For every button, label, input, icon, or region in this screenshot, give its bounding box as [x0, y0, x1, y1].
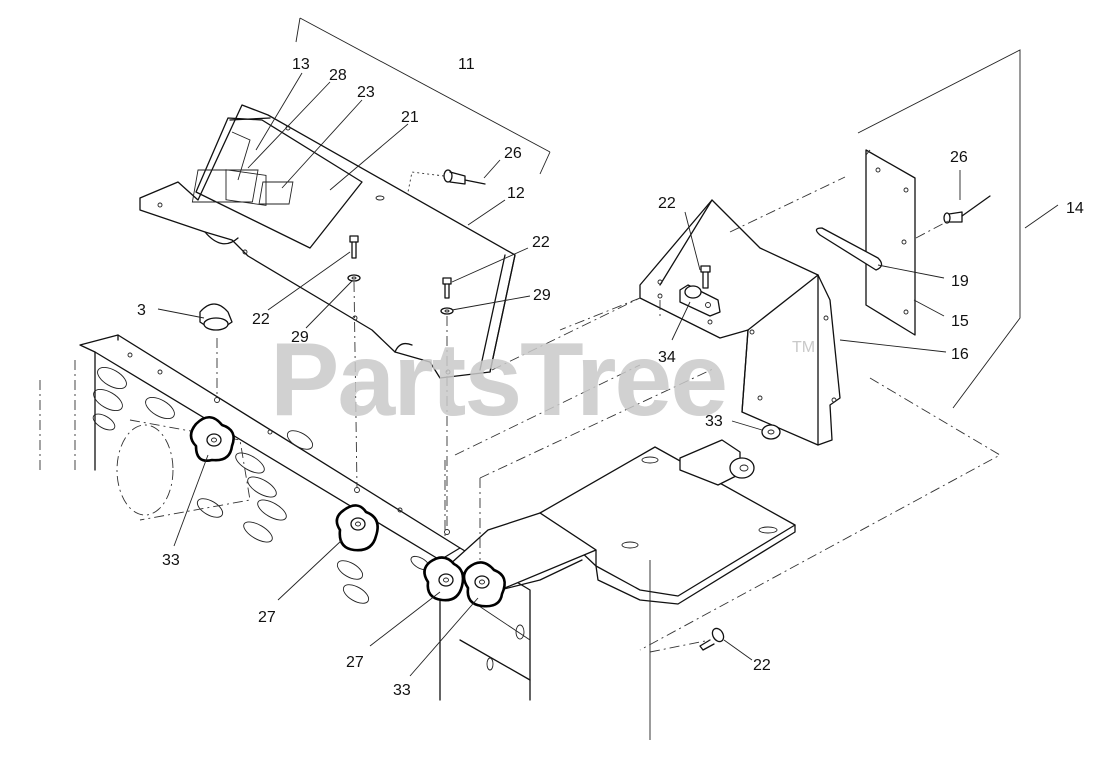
callout-13: 13: [292, 56, 310, 73]
mount-bracket-16: [639, 199, 841, 446]
callout-34: 34: [658, 349, 676, 366]
nut-33-left: [189, 415, 235, 462]
watermark-trademark: TM: [792, 339, 815, 356]
callout-21: 21: [401, 109, 419, 126]
callout-33-bracket: 33: [705, 413, 723, 430]
panel-bracket: [139, 17, 551, 379]
nut-27-right: [423, 556, 465, 602]
callout-23: 23: [357, 84, 375, 101]
bumper-3: [199, 303, 233, 331]
washer-29-panel-left: [347, 274, 361, 282]
callout-11: 11: [458, 56, 475, 73]
callout-14: 14: [1066, 200, 1084, 217]
callout-27-right: 27: [346, 654, 364, 671]
screw-22-panel-left: [349, 235, 359, 259]
screw-22-clip: [700, 265, 711, 289]
callout-labels: 13 28 11 23 21 26 12 22 29 22 29 3 22 34…: [137, 56, 1084, 699]
callout-22-panel-left: 22: [252, 311, 270, 328]
clip-34: [679, 284, 721, 317]
nut-33-bracket: [761, 424, 781, 440]
cover-15: [865, 149, 916, 336]
callout-19: 19: [951, 273, 969, 290]
callout-29-panel-left: 29: [291, 329, 309, 346]
callout-29-panel-right: 29: [533, 287, 551, 304]
watermark-text: PartsTree: [270, 322, 726, 438]
washer-29-panel-right: [440, 307, 454, 315]
callout-26-top: 26: [504, 145, 522, 162]
frame-slots: [92, 366, 525, 671]
nut-27-center: [335, 504, 379, 552]
strip-19: [815, 227, 883, 271]
leader-lines: [157, 72, 1059, 677]
screw-22-lower: [699, 627, 725, 651]
guide-lines: [216, 176, 1001, 653]
callout-22-clip: 22: [658, 195, 676, 212]
callout-26-right: 26: [950, 149, 968, 166]
watermark: PartsTree TM: [270, 322, 815, 438]
platform: [447, 439, 796, 740]
callout-22-lower: 22: [753, 657, 771, 674]
nut-33-right: [462, 561, 506, 608]
rivet-26-top: [407, 169, 486, 193]
callout-16: 16: [951, 346, 969, 363]
callout-33-left: 33: [162, 552, 180, 569]
rivet-26-right: [943, 195, 991, 224]
callout-27-center: 27: [258, 609, 276, 626]
callout-28: 28: [329, 67, 347, 84]
callout-22-panel-right: 22: [532, 234, 550, 251]
screw-22-panel-right: [442, 277, 452, 299]
callout-12: 12: [507, 185, 525, 202]
callout-15: 15: [951, 313, 969, 330]
panel-14-outline: [857, 49, 1021, 409]
callout-3: 3: [137, 302, 146, 319]
callout-33-right: 33: [393, 682, 411, 699]
